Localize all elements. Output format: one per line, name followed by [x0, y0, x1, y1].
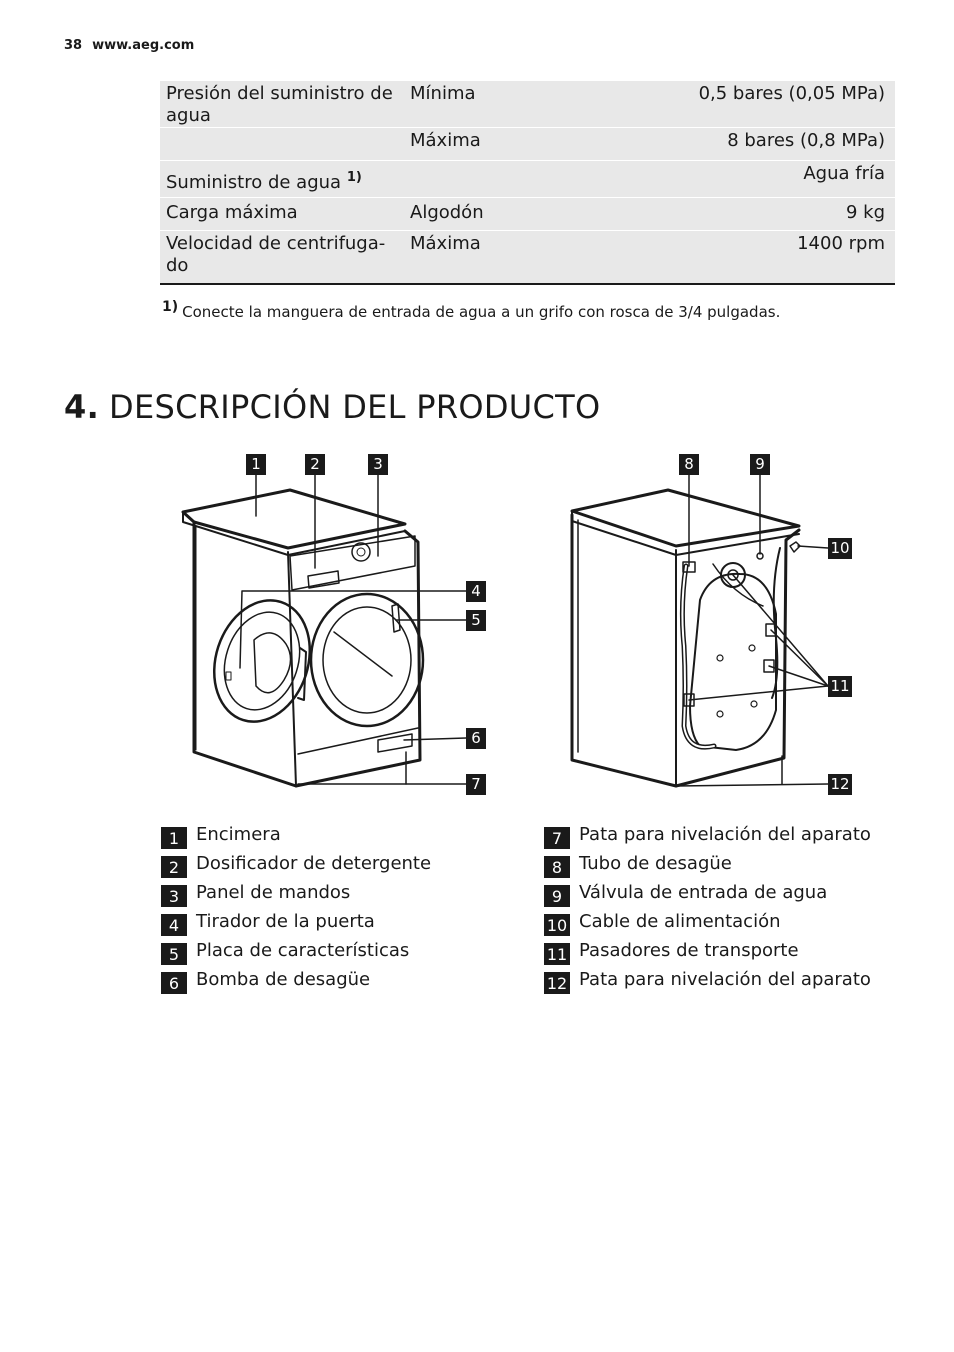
legend-label: Válvula de entrada de agua	[579, 882, 828, 903]
table-cell: 1400 rpm	[550, 230, 895, 285]
legend-label: Pata para nivelación del aparato	[579, 969, 871, 990]
table-cell: Carga máxima	[160, 197, 404, 231]
washing-machine-illustration	[181, 473, 829, 788]
table-cell: 0,5 bares (0,05 MPa)	[550, 81, 895, 128]
legend-number: 4	[161, 914, 187, 936]
list-item: 4 Tirador de la puerta	[161, 910, 431, 939]
page-header: 38 www.aeg.com	[64, 38, 194, 53]
legend-number: 7	[544, 827, 570, 849]
callout-2: 2	[305, 454, 325, 475]
page-number: 38	[64, 38, 83, 53]
legend-label: Pata para nivelación del aparato	[579, 824, 871, 845]
table-cell: 8 bares (0,8 MPa)	[550, 127, 895, 161]
list-item: 8 Tubo de desagüe	[544, 852, 871, 881]
section-title: 4.DESCRIPCIÓN DEL PRODUCTO	[64, 388, 601, 426]
table-row: Velocidad de centrifuga-do Máxima 1400 r…	[160, 230, 895, 285]
site-url[interactable]: www.aeg.com	[92, 38, 195, 53]
legend-left: 1 Encimera 2 Dosificador de detergente 3 Pa…	[161, 823, 431, 997]
table-cell: Agua fría	[550, 160, 895, 198]
callout-12: 12	[828, 774, 852, 795]
table-cell	[404, 160, 550, 198]
list-item: 10 Cable de alimentación	[544, 910, 871, 939]
callout-7: 7	[466, 774, 486, 795]
list-item: 3 Panel de mandos	[161, 881, 431, 910]
table-cell: Suministro de agua 1)	[160, 160, 404, 198]
list-item: 6 Bomba de desagüe	[161, 968, 431, 997]
callout-11: 11	[828, 676, 852, 697]
list-item: 7 Pata para nivelación del aparato	[544, 823, 871, 852]
list-item: 5 Placa de características	[161, 939, 431, 968]
table-row: Presión del suministro de agua Mínima 0,…	[160, 81, 895, 128]
section-number: 4.	[64, 388, 100, 426]
list-item: 11 Pasadores de transporte	[544, 939, 871, 968]
callout-5: 5	[466, 610, 486, 631]
legend-number: 11	[544, 943, 570, 965]
legend-number: 8	[544, 856, 570, 878]
list-item: 1 Encimera	[161, 823, 431, 852]
callout-leader-lines	[239, 473, 829, 787]
legend-number: 1	[161, 827, 187, 849]
legend-label: Encimera	[196, 824, 281, 845]
table-cell: 9 kg	[550, 197, 895, 231]
legend-label: Placa de características	[196, 940, 410, 961]
table-row: Suministro de agua 1) Agua fría	[160, 160, 895, 198]
callout-6: 6	[466, 728, 486, 749]
footnote-text: Conecte la manguera de entrada de agua a…	[182, 303, 781, 321]
table-cell: Algodón	[404, 197, 550, 231]
legend-label: Dosificador de detergente	[196, 853, 432, 874]
legend-label: Panel de mandos	[196, 882, 351, 903]
legend-number: 12	[544, 972, 570, 994]
legend-label: Tirador de la puerta	[196, 911, 375, 932]
legend-number: 6	[161, 972, 187, 994]
callout-10: 10	[828, 538, 852, 559]
front-view-machine	[181, 488, 425, 788]
legend-number: 5	[161, 943, 187, 965]
table-cell: Máxima	[404, 127, 550, 161]
legend-number: 9	[544, 885, 570, 907]
callout-4: 4	[466, 581, 486, 602]
back-view-machine	[570, 488, 801, 788]
callout-9: 9	[750, 454, 770, 475]
section-heading: DESCRIPCIÓN DEL PRODUCTO	[109, 388, 601, 426]
table-row: Carga máxima Algodón 9 kg	[160, 197, 895, 231]
legend-label: Bomba de desagüe	[196, 969, 371, 990]
legend-number: 2	[161, 856, 187, 878]
legend-label: Tubo de desagüe	[579, 853, 732, 874]
table-cell	[160, 127, 404, 161]
footnote-ref: 1)	[346, 170, 362, 185]
table-cell: Máxima	[404, 230, 550, 285]
list-item: 9 Válvula de entrada de agua	[544, 881, 871, 910]
callout-3: 3	[368, 454, 388, 475]
legend-label: Pasadores de transporte	[579, 940, 799, 961]
spec-table: Presión del suministro de agua Mínima 0,…	[160, 81, 895, 285]
footnote: 1)Conecte la manguera de entrada de agua…	[162, 299, 780, 321]
callout-1: 1	[246, 454, 266, 475]
list-item: 12 Pata para nivelación del aparato	[544, 968, 871, 997]
table-cell: Presión del suministro de agua	[160, 81, 404, 128]
footnote-marker: 1)	[162, 299, 179, 315]
list-item: 2 Dosificador de detergente	[161, 852, 431, 881]
table-cell: Velocidad de centrifuga-do	[160, 230, 404, 285]
callout-8: 8	[679, 454, 699, 475]
legend-number: 3	[161, 885, 187, 907]
table-cell: Mínima	[404, 81, 550, 128]
table-row: Máxima 8 bares (0,8 MPa)	[160, 127, 895, 161]
legend-label: Cable de alimentación	[579, 911, 781, 932]
table-cell-text: Suministro de agua	[166, 172, 342, 193]
legend-number: 10	[544, 914, 570, 936]
